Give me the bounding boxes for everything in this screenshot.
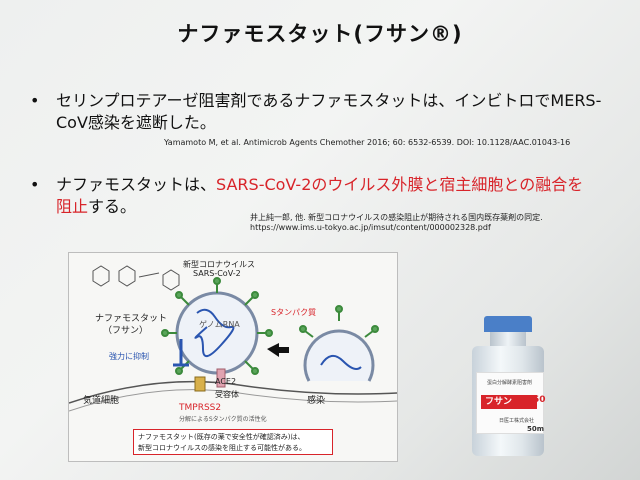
- inhibit-label: 強力に抑制: [109, 352, 149, 361]
- slide-title: ナファモスタット(フサン®): [177, 22, 463, 46]
- vial-cap: [484, 316, 532, 332]
- virus-name: SARS-CoV-2: [193, 269, 241, 278]
- diagram-graphics: [69, 265, 397, 412]
- infection-label: 感染: [307, 396, 326, 406]
- tmprss2-label: TMPRSS2: [179, 403, 222, 413]
- drug-label-1: ナファモスタット: [95, 314, 168, 324]
- note-box: ナファモスタット(既存の薬で安全性が確認済み)は、 新型コロナウイルスの感染を阻…: [133, 429, 333, 455]
- bullet-1-line2: CoV感染を遮断した。: [56, 113, 216, 132]
- bullet-2-post: する。: [88, 197, 137, 216]
- bullet-2-highlight2: 阻止: [56, 197, 89, 216]
- ace2-label: ACE2: [215, 377, 237, 386]
- bullet-dot: •: [30, 91, 40, 110]
- vial-neck: [490, 332, 526, 346]
- bullet-2-highlight1: SARS-CoV-2のウイルス外膜と宿主細胞との融合を: [216, 175, 584, 194]
- vial-dose-side: 50m: [527, 425, 545, 433]
- genome-label: ゲノムRNA: [199, 320, 240, 329]
- citation-2-line2: https://www.ims.u-tokyo.ac.jp/imsut/cont…: [250, 223, 491, 232]
- mechanism-diagram: 新型コロナウイルス SARS-CoV-2 ナファモスタット （フサン） ゲノムR…: [68, 252, 398, 462]
- note-line-1: ナファモスタット(既存の薬で安全性が確認済み)は、: [138, 433, 305, 441]
- bullet-2-pre: ナファモスタットは、: [56, 175, 217, 194]
- cell-label: 気道細胞: [83, 396, 120, 406]
- bullet-1-text: セリンプロテアーゼ阻害剤であるナファモスタットは、インビトロでMERS- CoV…: [56, 90, 616, 134]
- tmprss2-sub: 分解によるSタンパク質の活性化: [179, 416, 267, 423]
- vial-top-text: 蛋白分解酵素阻害剤: [487, 380, 533, 386]
- vial-maker: 日医工株式会社: [499, 418, 535, 424]
- citation-1: Yamamoto M, et al. Antimicrob Agents Che…: [164, 138, 571, 147]
- vial-label: 蛋白分解酵素阻害剤 フサン 50 日医工株式会社 50m: [476, 372, 546, 434]
- s-protein-label: Sタンパク質: [271, 308, 317, 317]
- virus-label: 新型コロナウイルス: [183, 260, 255, 269]
- receptor-label: 受容体: [215, 390, 239, 399]
- vial-brand: フサン: [481, 395, 537, 409]
- bullet-2-text: ナファモスタットは、SARS-CoV-2のウイルス外膜と宿主細胞との融合を 阻止…: [56, 174, 616, 218]
- note-line-2: 新型コロナウイルスの感染を阻止する可能性がある。: [138, 444, 306, 452]
- drug-vial: 蛋白分解酵素阻害剤 フサン 50 日医工株式会社 50m: [470, 316, 546, 456]
- citation-2-line1: 井上純一郎, 他. 新型コロナウイルスの感染阻止が期待される国内既存薬剤の同定.: [250, 213, 543, 222]
- vial-dose: 50: [533, 395, 546, 405]
- drug-label-2: （フサン）: [103, 326, 149, 336]
- bullet-dot: •: [30, 175, 40, 194]
- bullet-1-line1: セリンプロテアーゼ阻害剤であるナファモスタットは、インビトロでMERS-: [56, 91, 602, 110]
